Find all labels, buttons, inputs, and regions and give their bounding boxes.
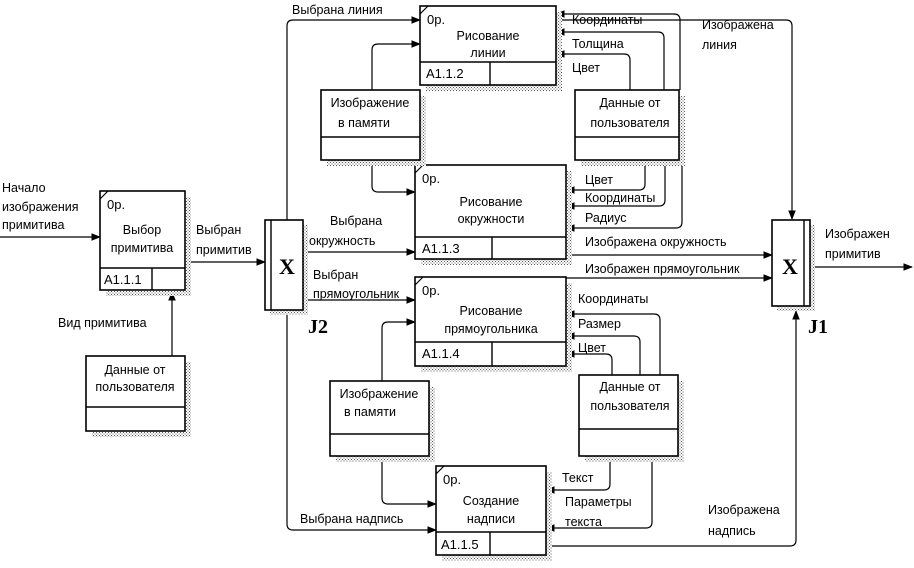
label-size: Размер: [578, 317, 621, 331]
activity-box-a113: 0р. Рисование окружности A1.1.3: [414, 164, 572, 265]
box-id: A1.1.4: [422, 346, 460, 361]
label-coords-line: Координаты: [572, 13, 642, 27]
label-text-params-1: Параметры: [565, 495, 632, 509]
label-rect-selected-2: прямоугольник: [313, 287, 400, 301]
box-op-label: 0р.: [427, 12, 445, 27]
box-title-line1: Рисование: [457, 29, 520, 43]
data-store-user-bottom: Данные от пользователя: [578, 374, 684, 462]
box-title-line2: прямоугольника: [444, 322, 537, 336]
junction-j2: X: [264, 219, 308, 315]
label-rect-selected-1: Выбран: [313, 268, 358, 282]
label-coords-rect: Координаты: [578, 292, 648, 306]
box-title-line2: окружности: [458, 212, 525, 226]
store-label-line2: в памяти: [338, 116, 390, 130]
label-caption-drawn-1: Изображена: [708, 503, 780, 517]
label-primitive-selected-2: примитив: [196, 243, 252, 257]
activity-box-a115: 0р. Создание надписи A1.1.5: [435, 465, 552, 561]
label-radius: Радиус: [585, 211, 627, 225]
label-coords-circle: Координаты: [585, 191, 655, 205]
data-store-memory-bottom: Изображение в памяти: [329, 380, 435, 462]
box-title-line2: линии: [470, 46, 505, 60]
label-primitive-kind: Вид примитива: [58, 316, 147, 330]
label-circle-selected-1: Выбрана: [330, 214, 382, 228]
box-op-label: 0р.: [422, 171, 440, 186]
label-thickness: Толщина: [572, 37, 624, 51]
arrow-labels: Начало изображения примитива Вид примити…: [2, 3, 890, 538]
activity-box-a111: 0р. Выбор примитива A1.1.1: [99, 190, 191, 296]
store-label-line2: пользователя: [590, 399, 669, 413]
label-color-circle: Цвет: [585, 173, 613, 187]
activity-box-a112: 0р. Рисование линии A1.1.2: [419, 5, 562, 91]
label-color-rect: Цвет: [578, 341, 606, 355]
label-circle-selected-2: окружность: [309, 234, 375, 248]
box-op-label: 0р.: [443, 472, 461, 487]
junction-symbol: X: [782, 254, 798, 279]
junction-j1: X: [771, 219, 815, 311]
box-title-line2: надписи: [467, 512, 515, 526]
data-store-user-left: Данные от пользователя: [85, 355, 191, 437]
store-label-line1: Данные от: [599, 96, 660, 110]
label-primitive-drawn-2: примитив: [825, 247, 881, 261]
label-text: Текст: [562, 471, 594, 485]
junction-name-j2: J2: [308, 316, 328, 338]
box-id: A1.1.2: [426, 66, 464, 81]
label-line-drawn-1: Изображена: [702, 18, 774, 32]
box-title-line1: Создание: [463, 494, 519, 508]
store-label-line1: Данные от: [599, 380, 660, 394]
label-start-3: примитива: [2, 218, 64, 232]
label-primitive-selected-1: Выбран: [196, 223, 241, 237]
label-start-1: Начало: [2, 181, 46, 195]
label-color-line: Цвет: [572, 61, 600, 75]
label-primitive-drawn-1: Изображен: [825, 227, 890, 241]
activity-box-a114: 0р. Рисование прямоугольника A1.1.4: [414, 276, 572, 372]
label-circle-drawn: Изображена окружность: [585, 235, 727, 249]
label-line-selected: Выбрана линия: [292, 3, 383, 17]
label-caption-selected: Выбрана надпись: [300, 512, 403, 526]
box-id: A1.1.3: [422, 241, 460, 256]
data-store-user-top: Данные от пользователя: [574, 89, 685, 166]
box-id: A1.1.1: [104, 272, 142, 287]
junction-symbol: X: [279, 254, 295, 279]
label-rect-drawn: Изображен прямоугольник: [585, 262, 740, 276]
label-start-2: изображения: [2, 200, 79, 214]
box-title-line1: Рисование: [460, 195, 523, 209]
box-id: A1.1.5: [441, 537, 479, 552]
store-label-line1: Данные от: [104, 363, 165, 377]
box-op-label: 0р.: [422, 283, 440, 298]
store-label-line2: пользователя: [590, 116, 669, 130]
store-label-line1: Изображение: [340, 387, 419, 401]
store-label-line2: пользователя: [95, 380, 174, 394]
box-title-line1: Выбор: [123, 223, 161, 237]
box-title-line2: примитива: [111, 241, 173, 255]
box-op-label: 0р.: [107, 197, 125, 212]
label-caption-drawn-2: надпись: [708, 524, 756, 538]
connectors: [0, 10, 913, 547]
label-line-drawn-2: линия: [702, 38, 737, 52]
store-label-line1: Изображение: [331, 96, 410, 110]
label-text-params-2: текста: [565, 515, 602, 529]
data-store-memory-top: Изображение в памяти: [320, 89, 426, 166]
box-title-line1: Рисование: [460, 304, 523, 318]
store-label-line2: в памяти: [344, 405, 396, 419]
junction-name-j1: J1: [808, 316, 828, 338]
